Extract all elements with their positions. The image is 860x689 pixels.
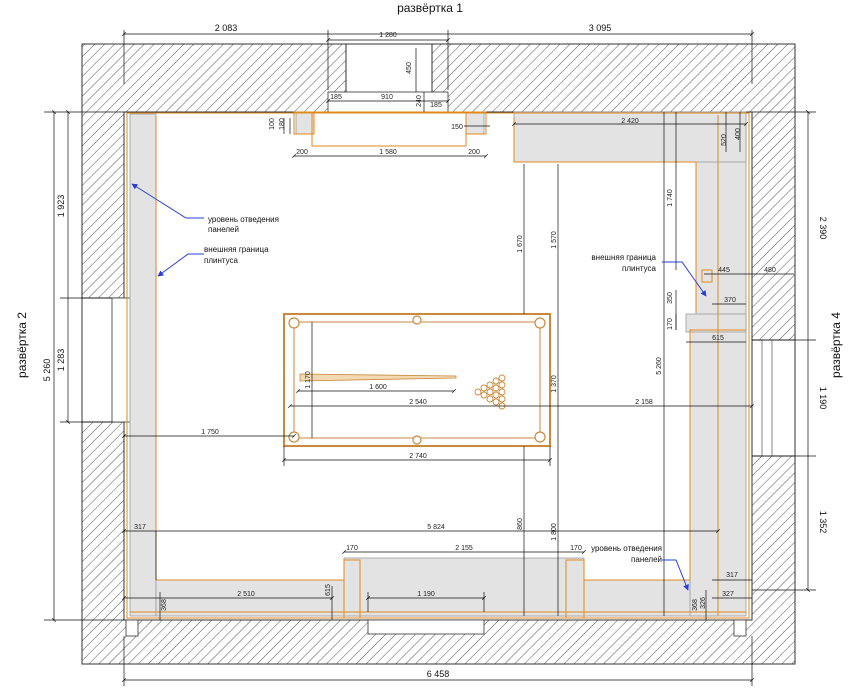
dim-label: 326 [700, 597, 707, 609]
leader-lines [131, 183, 707, 591]
dim-label: 1 923 [56, 195, 66, 218]
dim-label: 170 [570, 545, 582, 552]
dim-label: 5 824 [427, 524, 445, 531]
note-panel-level-right: уровень отведения панелей [591, 544, 662, 564]
dim-label: 6 458 [427, 669, 450, 679]
note-line: внешняя граница [204, 245, 269, 254]
dim-label: 615 [712, 335, 724, 342]
dim-label: 1 580 [379, 149, 397, 156]
dim-label: 1 570 [551, 231, 558, 249]
dim-label: 1 750 [201, 429, 219, 436]
dim-label: 200 [468, 149, 480, 156]
dim-label: 1 600 [369, 384, 387, 391]
note-line: плинтуса [622, 264, 657, 273]
dim-label: 327 [722, 591, 734, 598]
note-panel-level-left: уровень отведения панелей [208, 215, 279, 234]
dim-label: 2 420 [621, 118, 639, 125]
dim-label: 2 158 [635, 399, 653, 406]
dim-label: 1 740 [667, 189, 674, 207]
dim-label: 450 [406, 62, 413, 74]
note-line: уровень отведения [208, 215, 279, 224]
dim-label: 1 670 [517, 235, 524, 253]
dim-label: 2 083 [215, 23, 238, 33]
view-title-left: развёртка 2 [15, 312, 29, 378]
dim-label: 2 510 [237, 591, 255, 598]
wall-panels [129, 111, 747, 617]
dim-label: 5 260 [42, 359, 52, 382]
dim-label: 1 800 [551, 523, 558, 541]
dim-label: 2 540 [409, 399, 427, 406]
note-skirting-right: внешняя граница плинтуса [591, 253, 656, 273]
dim-label: 860 [517, 518, 524, 530]
dim-label: 368 [161, 599, 168, 611]
dim-label: 240 [416, 95, 423, 107]
view-title-right: развёртка 4 [829, 312, 843, 378]
dim-label: 185 [430, 102, 442, 109]
dim-label: 400 [735, 128, 742, 140]
dim-label: 910 [381, 94, 393, 101]
dim-label: 2 390 [818, 217, 828, 240]
dim-label: 150 [451, 124, 463, 131]
dim-label: 2 155 [455, 545, 473, 552]
dim-label: 200 [296, 149, 308, 156]
dim-label: 170 [667, 318, 674, 330]
dim-label: 317 [134, 524, 146, 531]
dim-label: 1 283 [56, 349, 66, 372]
dim-label: 5 260 [656, 357, 663, 375]
note-line: панелей [631, 555, 662, 564]
dim-label: 1 190 [417, 591, 435, 598]
note-skirting-left: внешняя граница плинтуса [204, 245, 269, 265]
note-line: уровень отведения [591, 544, 662, 553]
cue-stick-icon [299, 373, 457, 382]
dim-label: 3 095 [589, 23, 612, 33]
note-line: внешняя граница [591, 253, 656, 262]
dim-label: 1 370 [551, 375, 558, 393]
dim-label: 2 740 [409, 453, 427, 460]
dim-label: 350 [667, 292, 674, 304]
dim-label: 520 [721, 134, 728, 146]
dim-label: 445 [718, 267, 730, 274]
dim-label: 1 352 [818, 511, 828, 534]
dimension-labels: 2 083 1 280 3 095 450 185 910 240 185 20… [42, 23, 828, 679]
view-title-top: развёртка 1 [397, 1, 463, 15]
dim-label: 480 [764, 267, 776, 274]
dim-label: 615 [325, 584, 332, 596]
dim-label: 180 [279, 118, 286, 130]
dim-label: 100 [269, 118, 276, 130]
dim-label: 1 190 [818, 387, 828, 410]
note-line: плинтуса [204, 256, 239, 265]
dim-label: 368 [692, 599, 699, 611]
dim-label: 185 [330, 94, 342, 101]
dimension-lines [44, 30, 816, 686]
dim-label: 1 170 [305, 371, 312, 389]
dim-label: 1 280 [379, 32, 397, 39]
note-line: панелей [208, 225, 239, 234]
billiard-balls-icon [474, 374, 506, 410]
dim-label: 317 [726, 572, 738, 579]
dim-label: 170 [346, 545, 358, 552]
dim-label: 370 [724, 297, 736, 304]
